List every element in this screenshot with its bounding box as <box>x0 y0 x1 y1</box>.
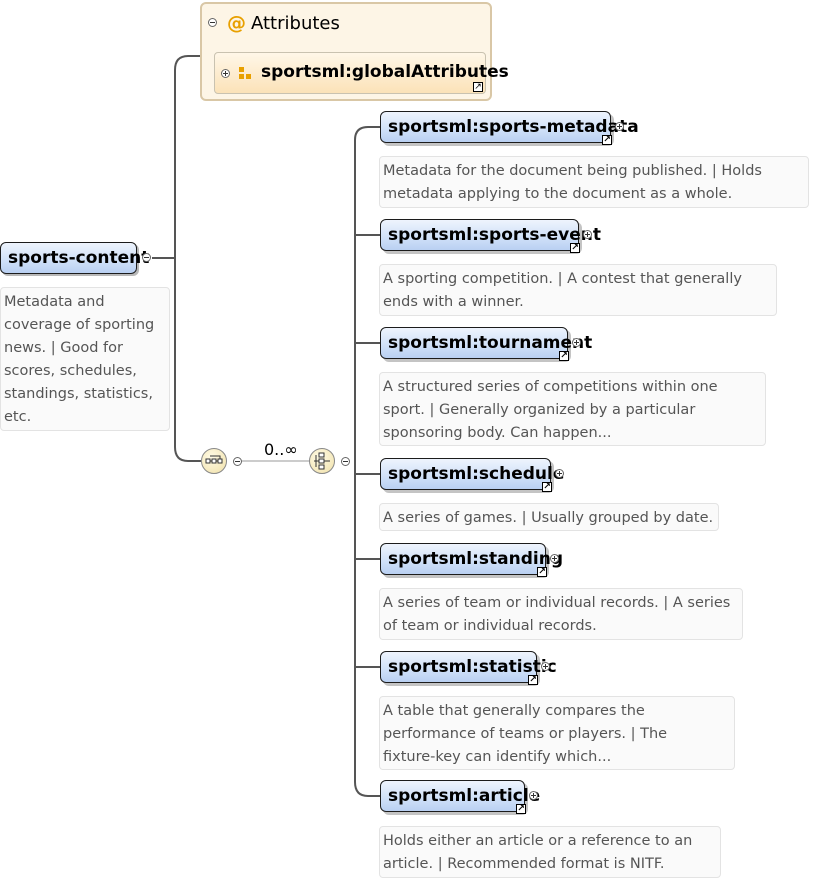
doc-line: A series of team or individual records. … <box>383 595 731 611</box>
cardinality-label: 0..∞ <box>264 440 298 459</box>
expand-icon[interactable] <box>583 230 592 239</box>
doc-line: scores, schedules, <box>4 363 137 379</box>
child-element-article[interactable]: sportsml:article ↗ <box>380 780 540 814</box>
doc-line: sport. | Generally organized by a partic… <box>383 402 696 418</box>
child-element-sports-metadata[interactable]: sportsml:sports-metadata ↗ <box>380 111 639 145</box>
child-element-label: sportsml:sports-metadata <box>388 117 639 137</box>
reference-arrow-icon[interactable]: ↗ <box>542 482 552 492</box>
doc-line: Holds either an article or a reference t… <box>383 833 693 849</box>
doc-line: A table that generally compares the <box>383 703 645 719</box>
reference-arrow-icon[interactable]: ↗ <box>528 675 538 685</box>
reference-arrow-icon[interactable]: ↗ <box>537 567 547 577</box>
doc-line: Metadata and <box>4 294 105 310</box>
child-element-label: sportsml:sports-event <box>388 225 601 245</box>
doc-line: Metadata for the document being publishe… <box>383 163 762 179</box>
at-sign-icon: @ <box>227 12 246 34</box>
doc-line: sponsoring body. Can happen... <box>383 425 612 441</box>
collapse-icon[interactable] <box>233 457 242 466</box>
child-element-label: sportsml:statistic <box>388 657 557 677</box>
root-documentation: Metadata and coverage of sporting news. … <box>0 287 170 431</box>
doc-line: A structured series of competitions with… <box>383 379 718 395</box>
reference-arrow-icon[interactable]: ↗ <box>516 804 526 814</box>
child-documentation: A structured series of competitions with… <box>379 372 766 446</box>
attribute-group-item[interactable]: sportsml:globalAttributes ↗ <box>214 52 509 94</box>
doc-line: ends with a winner. <box>383 294 524 310</box>
child-element-sports-event[interactable]: sportsml:sports-event ↗ <box>380 219 601 253</box>
sequence-compositor-icon[interactable] <box>201 448 227 474</box>
attribute-group-label: sportsml:globalAttributes <box>261 62 509 82</box>
child-documentation: A table that generally compares the perf… <box>379 696 735 770</box>
expand-icon[interactable] <box>541 662 550 671</box>
child-element-label: sportsml:article <box>388 786 541 806</box>
doc-line: A sporting competition. | A contest that… <box>383 271 742 287</box>
child-element-schedule[interactable]: sportsml:schedule ↗ <box>380 458 564 492</box>
child-documentation: A series of games. | Usually grouped by … <box>379 503 719 531</box>
reference-arrow-icon[interactable]: ↗ <box>559 351 569 361</box>
child-element-label: sportsml:schedule <box>388 464 565 484</box>
root-element-label: sports-content <box>8 248 150 268</box>
child-documentation: A series of team or individual records. … <box>379 588 743 640</box>
doc-line: standings, statistics, <box>4 386 153 402</box>
child-element-label: sportsml:standing <box>388 549 564 569</box>
reference-arrow-icon[interactable]: ↗ <box>602 135 612 145</box>
child-element-tournament[interactable]: sportsml:tournament ↗ <box>380 327 592 361</box>
doc-line: A series of games. | Usually grouped by … <box>383 510 714 526</box>
child-documentation: Holds either an article or a reference t… <box>379 826 721 878</box>
child-documentation: A sporting competition. | A contest that… <box>379 264 777 316</box>
child-element-statistic[interactable]: sportsml:statistic ↗ <box>380 651 557 685</box>
doc-line: news. | Good for <box>4 340 123 356</box>
expand-icon[interactable] <box>572 338 581 347</box>
expand-icon[interactable] <box>615 122 624 131</box>
attributes-box: @Attributes sportsml:globalAttributes ↗ <box>200 2 509 101</box>
collapse-icon[interactable] <box>341 457 350 466</box>
child-element-label: sportsml:tournament <box>388 333 593 353</box>
doc-line: article. | Recommended format is NITF. <box>383 856 665 872</box>
reference-arrow-icon[interactable]: ↗ <box>473 82 483 92</box>
expand-icon[interactable] <box>221 69 230 78</box>
expand-icon[interactable] <box>555 469 564 478</box>
attributes-title: Attributes <box>251 13 340 34</box>
child-documentation: Metadata for the document being publishe… <box>379 156 809 208</box>
child-element-standing[interactable]: sportsml:standing ↗ <box>380 543 563 577</box>
collapse-icon[interactable] <box>208 17 217 27</box>
doc-line: metadata applying to the document as a w… <box>383 186 733 202</box>
root-element-node[interactable]: sports-content <box>0 242 149 274</box>
attributes-header[interactable]: @Attributes <box>208 12 340 34</box>
expand-icon[interactable] <box>529 791 538 800</box>
collapse-icon[interactable] <box>142 253 151 262</box>
doc-line: performance of teams or players. | The <box>383 726 668 742</box>
doc-line: coverage of sporting <box>4 317 155 333</box>
expand-icon[interactable] <box>550 554 559 563</box>
attribute-group-icon <box>239 67 252 80</box>
choice-compositor-icon[interactable] <box>309 448 335 474</box>
doc-line: fixture-key can identify which... <box>383 749 612 765</box>
reference-arrow-icon[interactable]: ↗ <box>570 243 580 253</box>
doc-line: etc. <box>4 409 32 425</box>
doc-line: of team or individual records. <box>383 618 597 634</box>
